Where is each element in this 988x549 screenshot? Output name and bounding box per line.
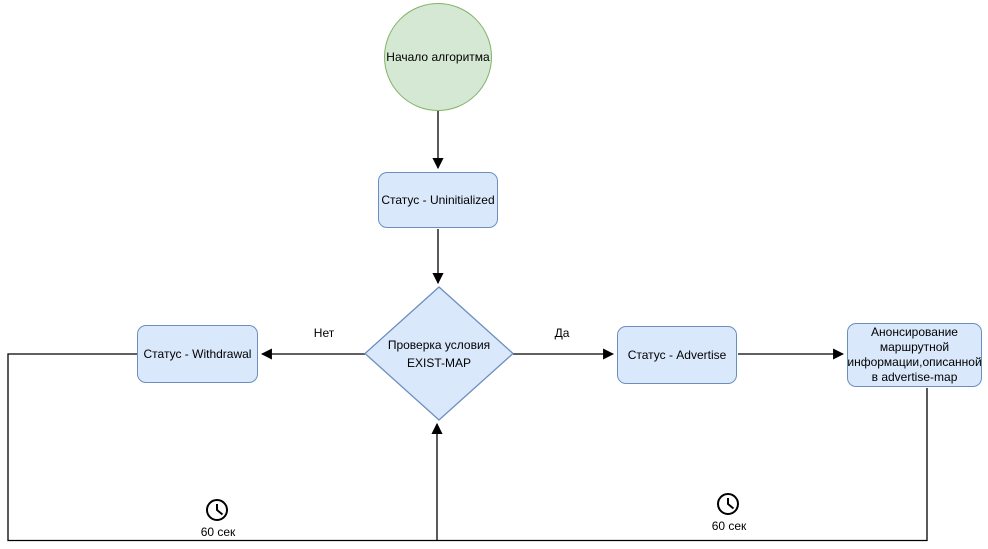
edge-loop-withdrawal-announce <box>7 353 928 542</box>
decision-diamond-shape <box>364 286 514 421</box>
node-announce-advertise-map: Анонсирование маршрутной информации,опис… <box>847 323 982 387</box>
node-decision-exist-map: Проверка условия EXIST-MAP <box>387 338 491 370</box>
edge-label-yes: Да <box>554 326 570 340</box>
node-start: Начало алгоритма <box>384 3 492 111</box>
node-status-withdrawal: Статус - Withdrawal <box>137 325 258 383</box>
clock-icon <box>717 493 739 515</box>
node-status-uninitialized: Статус - Uninitialized <box>378 172 498 228</box>
edge-label-no: Нет <box>313 326 335 340</box>
clock-icon <box>206 499 228 521</box>
timer-label-right: 60 сек <box>711 519 747 533</box>
node-status-advertise: Статус - Advertise <box>617 326 737 384</box>
timer-label-left: 60 сек <box>200 525 236 539</box>
